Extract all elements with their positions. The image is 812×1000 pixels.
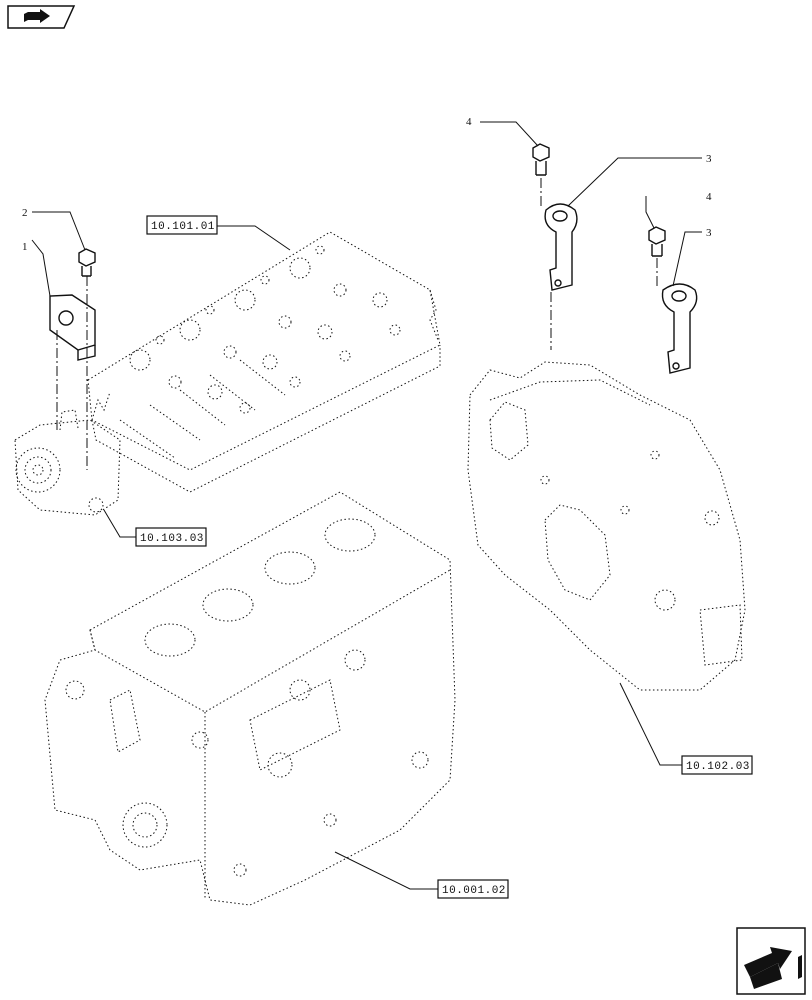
callout-4-lower: 4 <box>706 191 712 203</box>
leader-lines <box>31 121 702 890</box>
next-page-arrow-icon[interactable] <box>736 927 806 995</box>
callout-3-upper: 3 <box>706 153 712 165</box>
callout-labels: 1 2 4 3 4 3 <box>22 116 712 253</box>
svg-text:10.101.01: 10.101.01 <box>151 221 215 233</box>
bolt-4-lower <box>648 226 666 257</box>
reference-flywheel-housing[interactable]: 10.102.03 <box>681 755 753 775</box>
callout-2: 2 <box>22 207 28 219</box>
engine-block <box>44 491 456 906</box>
lifting-eye-3-lower <box>661 283 698 374</box>
reference-cylinder-head[interactable]: 10.101.01 <box>146 215 218 235</box>
svg-text:10.001.02: 10.001.02 <box>442 885 506 897</box>
reference-engine-block[interactable]: 10.001.02 <box>437 879 509 899</box>
center-lines <box>56 178 658 470</box>
cylinder-head <box>87 231 441 493</box>
water-pump <box>14 409 121 516</box>
bolt-4-upper <box>532 143 550 176</box>
lifting-eye-3-upper <box>544 203 578 291</box>
bolt-2 <box>78 248 96 277</box>
flywheel-housing <box>467 361 746 691</box>
callout-1: 1 <box>22 241 28 253</box>
callout-3-lower: 3 <box>706 227 712 239</box>
book-arrow-icon[interactable] <box>6 4 76 30</box>
svg-text:10.103.03: 10.103.03 <box>140 533 204 545</box>
callout-4-upper: 4 <box>466 116 472 128</box>
reference-water-pump[interactable]: 10.103.03 <box>135 527 207 547</box>
svg-text:10.102.03: 10.102.03 <box>686 761 750 773</box>
